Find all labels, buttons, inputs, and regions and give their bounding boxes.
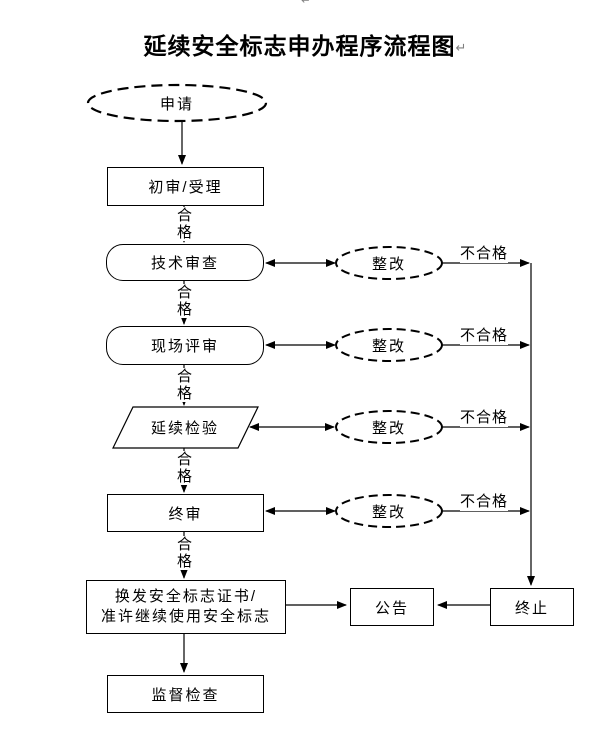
initial-review-label: 初审/受理 — [148, 179, 223, 196]
terminate-label: 终止 — [514, 599, 549, 617]
supervision-label: 监督检查 — [151, 686, 220, 704]
apply-node-label: 申请 — [159, 95, 194, 113]
renewal-inspection-parallelogram — [112, 406, 259, 449]
final-review-label: 终审 — [168, 505, 203, 523]
reissue-node: 换发安全标志证书/ 准许继续使用安全标志 — [86, 580, 286, 634]
onsite-review-label: 现场评审 — [150, 338, 219, 355]
pass-label-5: 合格 — [175, 536, 194, 570]
rectify-label-1: 整改 — [371, 255, 406, 273]
announcement-label: 公告 — [374, 599, 409, 617]
terminate-node: 终止 — [490, 588, 574, 626]
pass-label-3: 合格 — [175, 368, 194, 402]
technical-review-node: 技术审查 — [106, 244, 264, 281]
pass-label-2: 合格 — [175, 284, 194, 318]
top-paragraph-mark: ↵ — [301, 0, 312, 7]
fail-label-1: 不合格 — [460, 245, 509, 263]
fail-label-3: 不合格 — [460, 409, 509, 427]
reissue-label-line1: 换发安全标志证书/ — [114, 588, 258, 605]
onsite-review-node: 现场评审 — [106, 326, 264, 365]
announcement-node: 公告 — [350, 588, 434, 626]
initial-review-node: 初审/受理 — [107, 167, 264, 206]
pass-label-4: 合格 — [175, 451, 194, 485]
fail-label-4: 不合格 — [460, 493, 509, 511]
paragraph-mark: ↵ — [455, 40, 468, 55]
technical-review-label: 技术审查 — [150, 255, 219, 272]
pass-label-1: 合格 — [175, 207, 194, 241]
rectify-label-3: 整改 — [371, 419, 406, 437]
apply-ellipse — [86, 83, 268, 123]
page-title: 延续安全标志申办程序流程图↵ — [0, 27, 611, 61]
page-title-text: 延续安全标志申办程序流程图 — [143, 33, 456, 59]
renewal-inspection-label: 延续检验 — [150, 419, 219, 437]
reissue-label-line2: 准许继续使用安全标志 — [100, 608, 271, 625]
final-review-node: 终审 — [107, 494, 264, 532]
supervision-node: 监督检查 — [107, 675, 264, 713]
fail-label-2: 不合格 — [460, 327, 509, 345]
rectify-label-4: 整改 — [371, 503, 406, 521]
rectify-label-2: 整改 — [371, 337, 406, 355]
